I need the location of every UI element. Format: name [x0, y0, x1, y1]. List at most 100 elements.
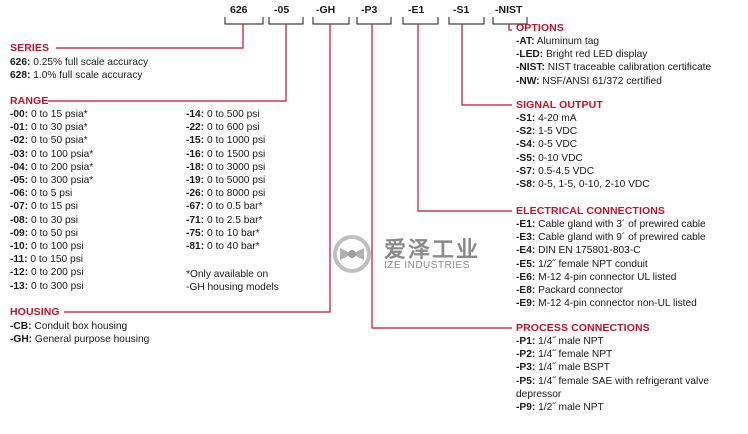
option-text: 0 to 3000 psi	[204, 161, 266, 173]
option-row: -04: 0 to 200 psia*	[10, 161, 93, 174]
watermark: 爱泽工业 IZE INDUSTRIES	[326, 232, 506, 276]
option-code: -P3:	[516, 362, 536, 374]
option-code: -16:	[186, 148, 205, 160]
option-row: -P1: 1/4˝ male NPT	[516, 335, 604, 348]
option-code: -11:	[10, 254, 28, 266]
watermark-english: IZE INDUSTRIES	[384, 260, 470, 271]
option-row: -11: 0 to 150 psi	[10, 253, 83, 266]
leader-housing	[64, 24, 331, 313]
option-code: 626:	[10, 57, 31, 68]
option-row: -08: 0 to 30 psi	[10, 214, 78, 227]
option-text: 0-5, 1-5, 0-10, 2-10 VDC	[535, 179, 650, 190]
option-text: 0 to 30 psia*	[28, 122, 88, 134]
option-row: -22: 0 to 600 psi	[186, 121, 260, 134]
option-text: 0 to 300 psi	[28, 280, 84, 292]
option-code: -14:	[186, 109, 205, 120]
watermark-chinese: 爱泽工业	[384, 238, 481, 263]
option-code: -LED:	[516, 49, 544, 61]
option-code: -10:	[10, 241, 29, 252]
option-code: -E6:	[516, 271, 536, 283]
option-code: -15:	[186, 135, 205, 147]
option-code: -E4:	[516, 245, 536, 257]
option-row: -81: 0 to 40 bar*	[186, 240, 260, 253]
process-heading: PROCESS CONNECTIONS	[516, 322, 650, 334]
series-heading: SERIES	[10, 42, 50, 54]
option-row: -26: 0 to 8000 psi	[186, 187, 265, 200]
option-row: -71: 0 to 2.5 bar*	[186, 214, 262, 227]
option-row: -E1: Cable gland with 3´ of prewired cab…	[516, 218, 706, 231]
option-row: -P3: 1/4˝ male BSPT	[516, 361, 610, 374]
option-row: -06: 0 to 5 psi	[10, 187, 72, 200]
option-row: -NIST: NIST traceable calibration certif…	[516, 61, 711, 74]
option-text: 0 to 8000 psi	[204, 188, 266, 200]
option-code: -S7:	[516, 165, 536, 177]
option-text: 0 to 0.5 bar*	[204, 201, 263, 213]
segment-options: -NIST	[495, 4, 523, 16]
option-text: NIST traceable calibration certificate	[544, 62, 712, 74]
option-code: -NW:	[516, 75, 540, 87]
option-code: -02:	[10, 135, 29, 147]
leader-series	[56, 24, 244, 49]
option-text: 0 to 100 psi	[28, 241, 84, 252]
segment-signal: -S1	[453, 4, 470, 16]
option-code: -S5:	[516, 152, 536, 164]
option-row: -CB: Conduit box housing	[10, 320, 127, 333]
option-text: Aluminum tag	[534, 36, 600, 47]
option-text: 1/4˝ male BSPT	[535, 362, 610, 374]
option-row: -67: 0 to 0.5 bar*	[186, 200, 262, 213]
range-heading: RANGE	[10, 95, 49, 107]
option-code: -13:	[10, 280, 29, 292]
option-text: M-12 4-pin connector UL listed	[535, 271, 677, 283]
option-text: 0 to 200 psi	[28, 267, 84, 279]
option-row: -13: 0 to 300 psi	[10, 280, 84, 293]
option-text: 0 to 5 psi	[28, 188, 73, 200]
option-row: -12: 0 to 200 psi	[10, 266, 84, 279]
option-text: 1/4˝ female NPT	[535, 349, 613, 361]
option-code: -AT:	[516, 36, 535, 47]
option-row: -10: 0 to 100 psi	[10, 240, 84, 253]
option-text: 0 to 300 psia*	[28, 175, 94, 186]
option-code: -E9:	[516, 298, 536, 310]
option-code: -75:	[186, 227, 205, 239]
option-text: 0-10 VDC	[535, 152, 583, 164]
leader-electrical	[417, 24, 512, 212]
option-code: -08:	[10, 214, 29, 226]
option-code: -01:	[10, 122, 29, 134]
option-code: -S1:	[516, 113, 536, 124]
segment-box-electrical	[402, 17, 439, 25]
option-text: 0 to 1500 psi	[204, 148, 266, 160]
leader-range	[48, 24, 287, 102]
option-row: -P5: 1/4˝ female SAE with refrigerant va…	[516, 375, 709, 401]
option-code: -12:	[10, 267, 29, 279]
option-row: -00: 0 to 15 psia*	[10, 108, 88, 121]
option-text: 0-5 VDC	[535, 139, 578, 151]
option-row: -LED: Bright red LED display	[516, 48, 647, 61]
option-text: 0 to 30 psi	[28, 214, 78, 226]
option-row: -E9: M-12 4-pin connector non-UL listed	[516, 297, 697, 310]
option-text: 0 to 15 psi	[28, 201, 78, 213]
option-row: 628: 1.0% full scale accuracy	[10, 69, 143, 82]
option-row: -AT: Aluminum tag	[516, 35, 599, 48]
option-row: -16: 0 to 1500 psi	[186, 148, 265, 161]
option-text: 0 to 500 psi	[204, 109, 260, 120]
option-text: 0 to 5000 psi	[204, 175, 266, 186]
option-text: 0.25% full scale accuracy	[30, 57, 149, 68]
option-row: -GH: General purpose housing	[10, 333, 149, 346]
option-code: -81:	[186, 241, 205, 252]
option-code: -E8:	[516, 285, 536, 296]
segment-housing: -GH	[316, 4, 336, 16]
segment-box-626	[224, 17, 264, 25]
option-row: -P2: 1/4˝ female NPT	[516, 348, 612, 361]
option-code: -26:	[186, 188, 205, 200]
option-code: -00:	[10, 109, 29, 120]
option-text: 0 to 15 psia*	[28, 109, 88, 120]
range-note-line1: *Only available on	[186, 269, 269, 280]
option-code: -P9:	[516, 402, 536, 413]
option-text: Cable gland with 9´ of prewired cable	[535, 232, 706, 244]
option-code: -S2:	[516, 126, 536, 138]
option-row: -07: 0 to 15 psi	[10, 200, 78, 213]
option-row: -P9: 1/2˝ male NPT	[516, 401, 604, 414]
option-text: M-12 4-pin connector non-UL listed	[535, 298, 697, 310]
leader-options	[508, 24, 512, 31]
